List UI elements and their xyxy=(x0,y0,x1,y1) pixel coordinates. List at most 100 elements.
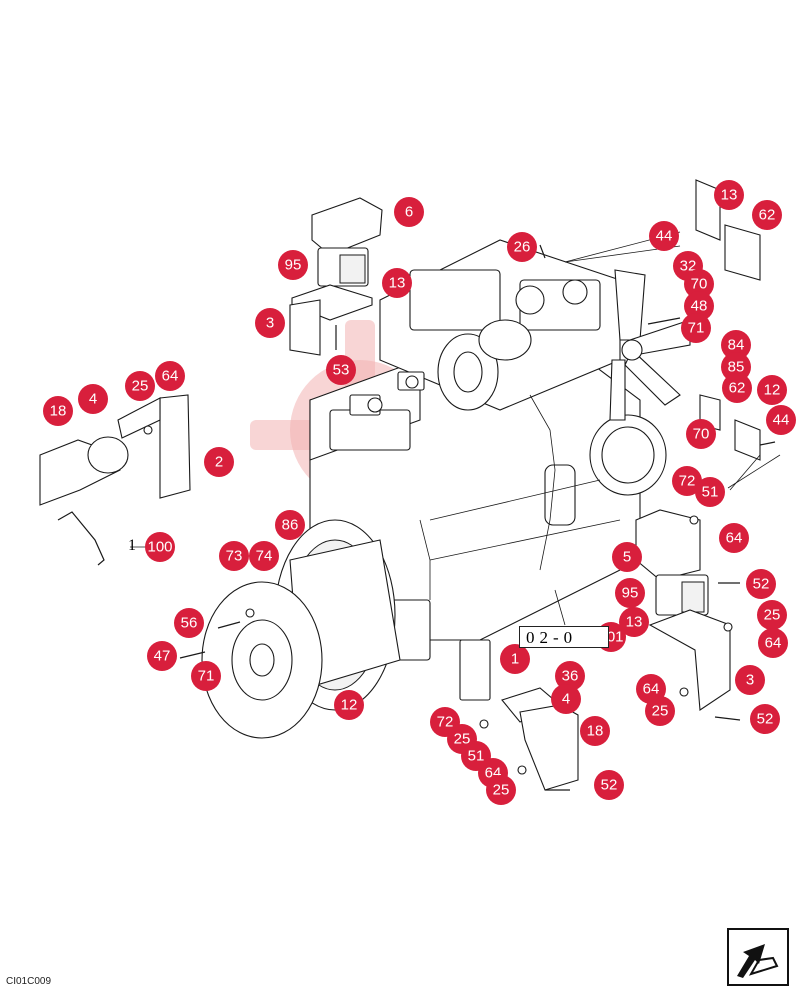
callout[interactable]: 6 xyxy=(394,197,424,227)
svg-text:13: 13 xyxy=(626,614,643,631)
callout[interactable]: 64 xyxy=(155,361,185,391)
svg-text:52: 52 xyxy=(757,711,774,728)
callouts: 6 95 13 3 53 26 13 62 44 32 70 48 71 84 … xyxy=(43,180,796,805)
svg-text:72: 72 xyxy=(679,473,696,490)
callout[interactable]: 52 xyxy=(594,770,624,800)
arrow-glyph xyxy=(737,944,779,978)
bolts xyxy=(143,244,776,791)
next-page-arrow-icon[interactable] xyxy=(727,928,789,986)
callout[interactable]: 44 xyxy=(649,221,679,251)
svg-text:2: 2 xyxy=(215,454,223,471)
svg-text:44: 44 xyxy=(773,412,790,429)
callout[interactable]: 62 xyxy=(752,200,782,230)
callout[interactable]: 13 xyxy=(714,180,744,210)
callout[interactable]: 52 xyxy=(746,569,776,599)
svg-text:18: 18 xyxy=(587,723,604,740)
svg-text:25: 25 xyxy=(652,703,669,720)
callout[interactable]: 53 xyxy=(326,355,356,385)
svg-text:62: 62 xyxy=(759,207,776,224)
callout[interactable]: 36 xyxy=(555,661,585,691)
callout[interactable]: 71 xyxy=(191,661,221,691)
callout[interactable]: 72 xyxy=(672,466,702,496)
svg-text:13: 13 xyxy=(389,275,406,292)
svg-text:25: 25 xyxy=(132,378,149,395)
callout[interactable]: 12 xyxy=(334,690,364,720)
callout[interactable]: 84 xyxy=(721,330,751,360)
callout[interactable]: 13 xyxy=(619,607,649,637)
svg-text:36: 36 xyxy=(562,668,579,685)
callout[interactable]: 62 xyxy=(722,373,752,403)
callout[interactable]: 1 xyxy=(500,644,530,674)
svg-text:73: 73 xyxy=(226,548,243,565)
engine-block xyxy=(309,239,667,701)
svg-text:85: 85 xyxy=(728,359,745,376)
callout[interactable]: 3 xyxy=(735,665,765,695)
svg-text:64: 64 xyxy=(765,635,782,652)
svg-text:72: 72 xyxy=(437,714,454,731)
svg-text:47: 47 xyxy=(154,648,171,665)
callout[interactable]: 51 xyxy=(695,477,725,507)
callout[interactable]: 4 xyxy=(551,684,581,714)
svg-text:3: 3 xyxy=(266,315,274,332)
cooling-fan xyxy=(609,269,691,421)
adapter-plate xyxy=(201,581,323,739)
callout[interactable]: 52 xyxy=(750,704,780,734)
callout[interactable]: 100 xyxy=(145,532,175,562)
svg-text:70: 70 xyxy=(693,426,710,443)
callout[interactable]: 74 xyxy=(249,541,279,571)
svg-text:3: 3 xyxy=(746,672,754,689)
callout[interactable]: 25 xyxy=(486,775,516,805)
svg-text:13: 13 xyxy=(721,187,738,204)
svg-text:71: 71 xyxy=(688,320,705,337)
callout[interactable]: 47 xyxy=(147,641,177,671)
callout[interactable]: 25 xyxy=(757,600,787,630)
svg-text:4: 4 xyxy=(562,691,570,708)
svg-text:32: 32 xyxy=(680,258,697,275)
callout[interactable]: 18 xyxy=(43,396,73,426)
callout[interactable]: 44 xyxy=(766,405,796,435)
callout[interactable]: 64 xyxy=(719,523,749,553)
callout[interactable]: 4 xyxy=(78,384,108,414)
svg-text:52: 52 xyxy=(601,777,618,794)
callout[interactable]: 5 xyxy=(612,542,642,572)
svg-text:71: 71 xyxy=(198,668,215,685)
callout[interactable]: 25 xyxy=(125,371,155,401)
svg-text:4: 4 xyxy=(89,391,97,408)
svg-text:12: 12 xyxy=(764,382,781,399)
callout[interactable]: 73 xyxy=(219,541,249,571)
callout[interactable]: 2 xyxy=(204,447,234,477)
callout[interactable]: 70 xyxy=(684,269,714,299)
svg-text:64: 64 xyxy=(162,368,179,385)
callout[interactable]: 95 xyxy=(615,578,645,608)
svg-text:100: 100 xyxy=(147,539,172,556)
callout[interactable]: 26 xyxy=(507,232,537,262)
callout[interactable]: 70 xyxy=(686,419,716,449)
svg-text:95: 95 xyxy=(285,257,302,274)
engine-mount-right xyxy=(635,179,761,711)
side-label-100: 1 xyxy=(128,537,136,554)
engine-mount-top xyxy=(289,197,383,356)
callout[interactable]: 48 xyxy=(684,291,714,321)
callout[interactable]: 25 xyxy=(645,696,675,726)
svg-text:70: 70 xyxy=(691,276,708,293)
callout[interactable]: 86 xyxy=(275,510,305,540)
callout[interactable]: 13 xyxy=(382,268,412,298)
callout[interactable]: 3 xyxy=(255,308,285,338)
svg-text:18: 18 xyxy=(50,403,67,420)
callout[interactable]: 64 xyxy=(758,628,788,658)
svg-text:44: 44 xyxy=(656,228,673,245)
svg-text:5: 5 xyxy=(623,549,631,566)
svg-text:53: 53 xyxy=(333,362,350,379)
callout[interactable]: 71 xyxy=(681,313,711,343)
callout[interactable]: 18 xyxy=(580,716,610,746)
figure-code: CI01C009 xyxy=(6,976,52,987)
callout[interactable]: 12 xyxy=(757,375,787,405)
callout[interactable]: 95 xyxy=(278,250,308,280)
svg-text:62: 62 xyxy=(729,380,746,397)
svg-text:74: 74 xyxy=(256,548,273,565)
svg-text:25: 25 xyxy=(493,782,510,799)
svg-text:51: 51 xyxy=(468,748,485,765)
svg-text:51: 51 xyxy=(702,484,719,501)
callout[interactable]: 56 xyxy=(174,608,204,638)
